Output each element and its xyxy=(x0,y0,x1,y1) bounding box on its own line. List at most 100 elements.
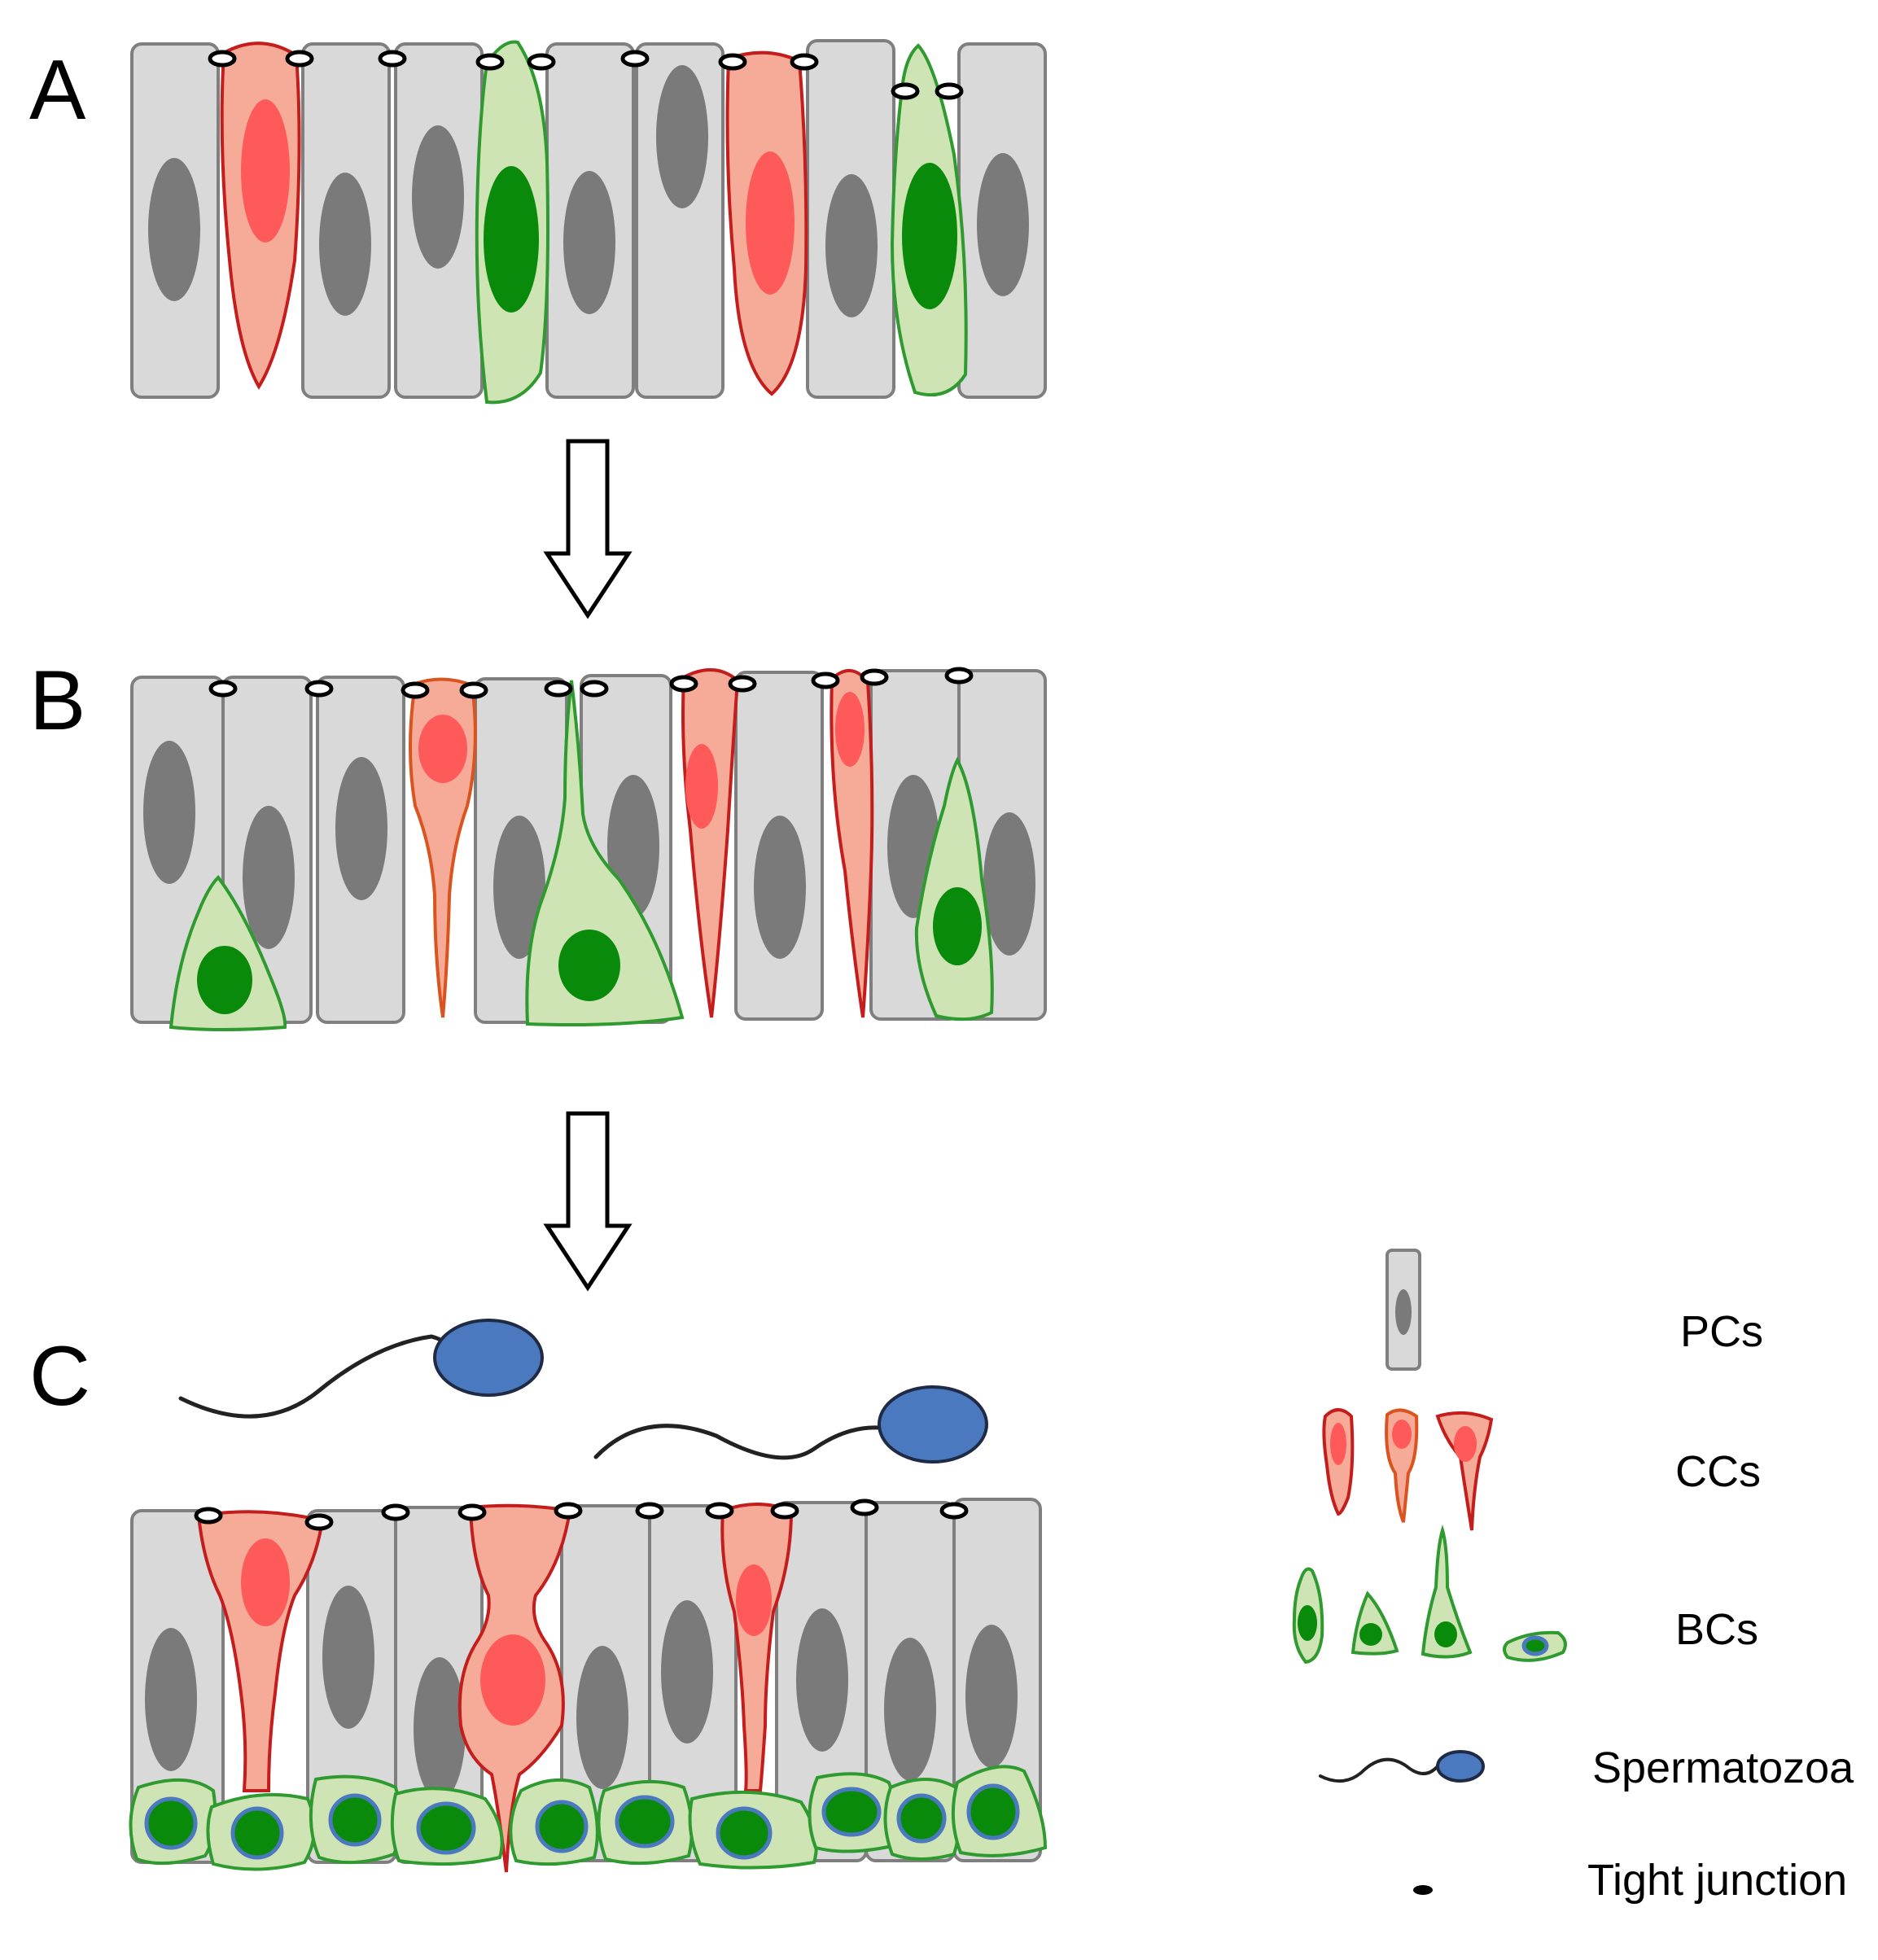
sperm-head xyxy=(433,1319,544,1397)
panel-a-tight-junctions xyxy=(208,50,964,100)
legend-tight-junction-icon xyxy=(1413,1885,1433,1895)
panel-c-clear-cells xyxy=(196,1503,794,1873)
tight-junction xyxy=(378,50,407,68)
tight-junction xyxy=(770,1502,799,1520)
tight-junction xyxy=(620,50,650,68)
panel-label-a: A xyxy=(29,43,86,138)
principal-cell-nucleus xyxy=(243,806,295,949)
principal-cell-nucleus xyxy=(148,158,200,301)
basal-cell-nucleus xyxy=(535,1800,589,1853)
legend-basal-cell-nucleus xyxy=(1434,1621,1457,1647)
basal-cell-nucleus xyxy=(484,166,539,313)
basal-cell-nucleus xyxy=(902,163,957,309)
tight-junction xyxy=(459,681,488,699)
basal-cell-nucleus xyxy=(821,1787,882,1837)
tight-junction xyxy=(811,672,840,689)
principal-cell-nucleus xyxy=(493,816,545,959)
legend-basal-cell-nucleus xyxy=(1359,1623,1382,1646)
principal-cell-nucleus xyxy=(661,1600,713,1743)
tight-junction xyxy=(285,50,314,68)
principal-cell-nucleus xyxy=(319,173,371,316)
legend-item-spermatozoa: Spermatozoa xyxy=(1319,1743,1854,1792)
clear-cell xyxy=(196,1510,325,1793)
tight-junction xyxy=(457,1503,487,1521)
principal-cell-nucleus xyxy=(754,816,806,959)
basal-cell-nucleus xyxy=(615,1795,675,1848)
legend-item-tight-junction: Tight junction xyxy=(1413,1856,1847,1905)
tight-junction xyxy=(635,1502,664,1520)
panel-label-b: B xyxy=(29,654,85,748)
tight-junction xyxy=(401,681,430,699)
clear-cell-nucleus xyxy=(835,692,865,767)
clear-cell xyxy=(681,667,740,1018)
tight-junction xyxy=(935,82,964,100)
basal-cell-nucleus xyxy=(197,946,252,1014)
tight-junction xyxy=(304,1513,334,1531)
sperm-tail xyxy=(178,1334,449,1419)
principal-cell-nucleus xyxy=(656,65,708,208)
tight-junction xyxy=(860,668,889,686)
principal-cell-nucleus xyxy=(576,1646,628,1789)
legend-item-bcs: BCs xyxy=(1292,1525,1758,1665)
tight-junction xyxy=(208,50,237,68)
legend-item-ccs: CCs xyxy=(1322,1408,1761,1531)
legend-label-spermatozoa: Spermatozoa xyxy=(1592,1743,1854,1792)
basal-cell-nucleus xyxy=(328,1793,382,1847)
panel-b-basal-cells xyxy=(169,680,994,1031)
legend-clear-cell-nucleus xyxy=(1454,1426,1477,1462)
down-arrow-a-to-b xyxy=(543,439,633,619)
principal-cell-nucleus xyxy=(412,125,464,269)
principal-cell-nucleus xyxy=(825,174,878,317)
panel-a: A xyxy=(29,39,1047,405)
basal-cell-nucleus xyxy=(933,887,982,965)
tight-junction xyxy=(194,1507,223,1525)
legend: PCs CCs BCs Spermatozoa xyxy=(1292,1249,1854,1905)
panel-label-c: C xyxy=(29,1329,90,1424)
basal-cell-nucleus xyxy=(144,1796,198,1850)
tight-junction xyxy=(728,675,757,693)
principal-cell-nucleus xyxy=(983,812,1035,956)
basal-cell-nucleus xyxy=(966,1783,1020,1840)
basal-cell xyxy=(525,680,685,1026)
tight-junction xyxy=(544,680,573,698)
tight-junction xyxy=(850,1498,879,1516)
legend-clear-cell-nucleus xyxy=(1392,1420,1412,1449)
panel-b-tight-junctions xyxy=(208,667,974,699)
principal-cell-nucleus xyxy=(977,153,1029,296)
principal-cell-nucleus xyxy=(796,1608,848,1752)
legend-label-tight-junction: Tight junction xyxy=(1587,1856,1847,1905)
tight-junction xyxy=(208,680,238,698)
legend-sperm-tail xyxy=(1319,1757,1446,1783)
tight-junction xyxy=(705,1502,734,1520)
panel-c-principal-cells xyxy=(130,1498,1042,1864)
tight-junction xyxy=(939,1502,969,1520)
principal-cell-nucleus xyxy=(143,741,195,884)
tight-junction xyxy=(304,680,334,698)
tight-junction xyxy=(944,667,974,685)
tight-junction xyxy=(381,1503,410,1521)
clear-cell-nucleus xyxy=(685,744,718,829)
clear-cell-nucleus xyxy=(241,1538,290,1626)
tight-junction xyxy=(718,53,747,71)
tight-junction xyxy=(790,53,819,71)
legend-basal-cell-nucleus xyxy=(1298,1605,1317,1641)
panel-b: B xyxy=(29,654,1047,1031)
legend-basal-cell-nucleus xyxy=(1521,1635,1549,1656)
panel-c-tight-junctions xyxy=(194,1498,969,1531)
legend-item-pcs: PCs xyxy=(1386,1249,1763,1371)
basal-cell-nucleus xyxy=(558,930,620,1001)
panel-a-principal-cells xyxy=(130,39,1047,399)
panel-c: C xyxy=(29,1319,1048,1873)
panel-b-clear-cells xyxy=(409,667,874,1018)
principal-cell-nucleus xyxy=(965,1625,1018,1768)
tight-junction xyxy=(891,82,920,100)
legend-sperm-head xyxy=(1436,1750,1485,1783)
principal-cell-nucleus xyxy=(884,1638,936,1781)
clear-cell-nucleus xyxy=(418,715,467,783)
panel-a-basal-cells xyxy=(475,40,968,405)
tight-junction xyxy=(669,675,698,693)
tight-junction xyxy=(580,680,609,698)
basal-cell-nucleus xyxy=(716,1806,773,1860)
